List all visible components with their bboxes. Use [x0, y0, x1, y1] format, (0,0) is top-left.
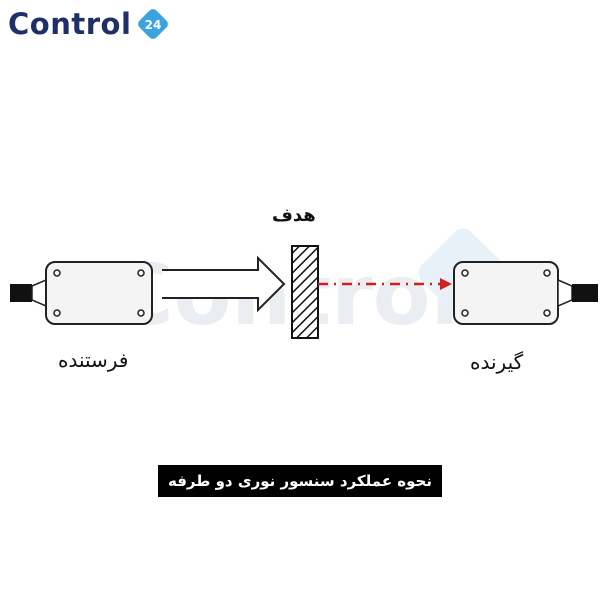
caption-box: نحوه عملکرد سنسور نوری دو طرفه [158, 465, 442, 497]
receiver-connector [557, 278, 573, 308]
receiver-screw-icon [461, 269, 469, 277]
sender-screw-icon [137, 309, 145, 317]
caption-text: نحوه عملکرد سنسور نوری دو طرفه [168, 472, 432, 490]
receiver-body [453, 261, 559, 325]
sender-screw-icon [53, 269, 61, 277]
sender-screw-icon [137, 269, 145, 277]
hollow-arrow-icon [162, 255, 286, 313]
logo: Control 24 [8, 6, 171, 42]
svg-text:24: 24 [145, 18, 162, 32]
sender-cable [10, 284, 32, 302]
receiver-screw-icon [543, 269, 551, 277]
sender-device [10, 261, 153, 325]
beam-arrowhead-icon [440, 278, 452, 290]
sender-connector [31, 278, 47, 308]
target-block [291, 245, 319, 339]
sender-body [45, 261, 153, 325]
logo-text: Control [8, 7, 132, 41]
receiver-screw-icon [543, 309, 551, 317]
logo-badge-icon: 24 [138, 9, 169, 39]
sender-screw-icon [53, 309, 61, 317]
receiver-device [453, 261, 598, 325]
target-label: هدف [272, 205, 316, 226]
receiver-screw-icon [461, 309, 469, 317]
receiver-cable [572, 284, 598, 302]
sender-label: فرستنده [58, 348, 129, 372]
receiver-label: گیرنده [470, 350, 524, 374]
